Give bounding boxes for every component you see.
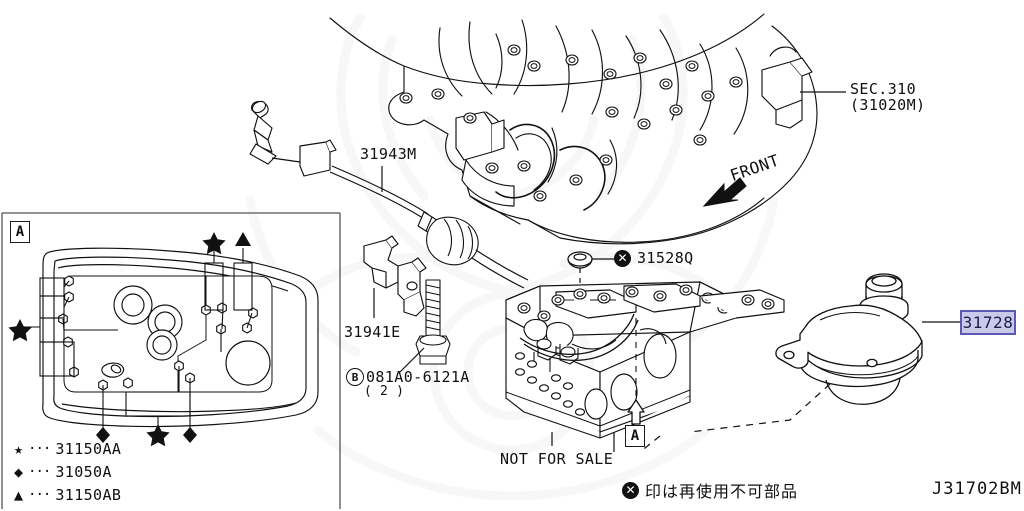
- label-bracket: 31941E: [344, 323, 401, 341]
- legend-item-triangle: ▲ ··· 31150AB: [14, 486, 121, 504]
- diagram-id-code: J31702BM: [932, 479, 1022, 499]
- transmission-case-art: [329, 13, 818, 245]
- diamond-icon: ◆: [14, 462, 24, 481]
- oil-pan-detail: [42, 247, 319, 428]
- legend-item-star: ★ ··· 31150AA: [14, 440, 121, 458]
- legend-code-31150ab: 31150AB: [55, 486, 122, 504]
- legend-dots: ···: [28, 487, 51, 503]
- section-marker-a-body: A: [625, 425, 645, 447]
- label-section-ref-sub: (31020M): [850, 96, 926, 114]
- non-reusable-note-text: 印は再使用不可部品: [645, 482, 799, 501]
- legend-dots: ···: [28, 441, 51, 457]
- bracket-part: [363, 235, 427, 317]
- label-not-for-sale: NOT FOR SALE: [500, 450, 614, 468]
- non-reusable-icon: ✕: [614, 249, 631, 267]
- legend-dots: ···: [28, 464, 51, 480]
- section-a-symbol-markers: [8, 232, 251, 447]
- triangle-icon: ▲: [14, 485, 24, 504]
- control-valve-body: [505, 281, 785, 439]
- non-reusable-note: ✕ 印は再使用不可部品: [622, 478, 798, 502]
- seal-ring-part: [567, 251, 593, 269]
- label-section-ref: SEC.310: [850, 80, 917, 98]
- front-direction-arrow: [702, 177, 747, 207]
- legend-item-diamond: ◆ ··· 31050A: [14, 463, 112, 481]
- label-seal-ring: 31528Q: [637, 249, 694, 267]
- section-marker-a-panel: A: [10, 221, 30, 243]
- highlighted-part-number-31728[interactable]: 31728: [960, 310, 1016, 335]
- bolt-symbol-icon: B: [346, 368, 364, 386]
- legend-code-31150aa: 31150AA: [55, 440, 122, 458]
- label-bolt-code: 081A0-6121A: [366, 368, 470, 386]
- section-a-panel-frame: [1, 212, 341, 509]
- wiring-harness-assembly: [249, 100, 529, 289]
- oil-strainer-part: [775, 273, 923, 405]
- section-a-leaders: [20, 248, 253, 430]
- bolt-part: [415, 279, 451, 365]
- section-a-up-arrow: [627, 399, 645, 425]
- bolt-callout: B 081A0-6121A: [346, 368, 470, 386]
- label-wiring-harness: 31943M: [360, 145, 417, 163]
- legend-code-31050a: 31050A: [55, 463, 112, 481]
- star-icon: ★: [14, 439, 24, 458]
- label-bolt-qty: ( 2 ): [364, 384, 405, 399]
- seal-ring-callout: ✕ 31528Q: [614, 249, 694, 267]
- non-reusable-icon: ✕: [622, 481, 639, 499]
